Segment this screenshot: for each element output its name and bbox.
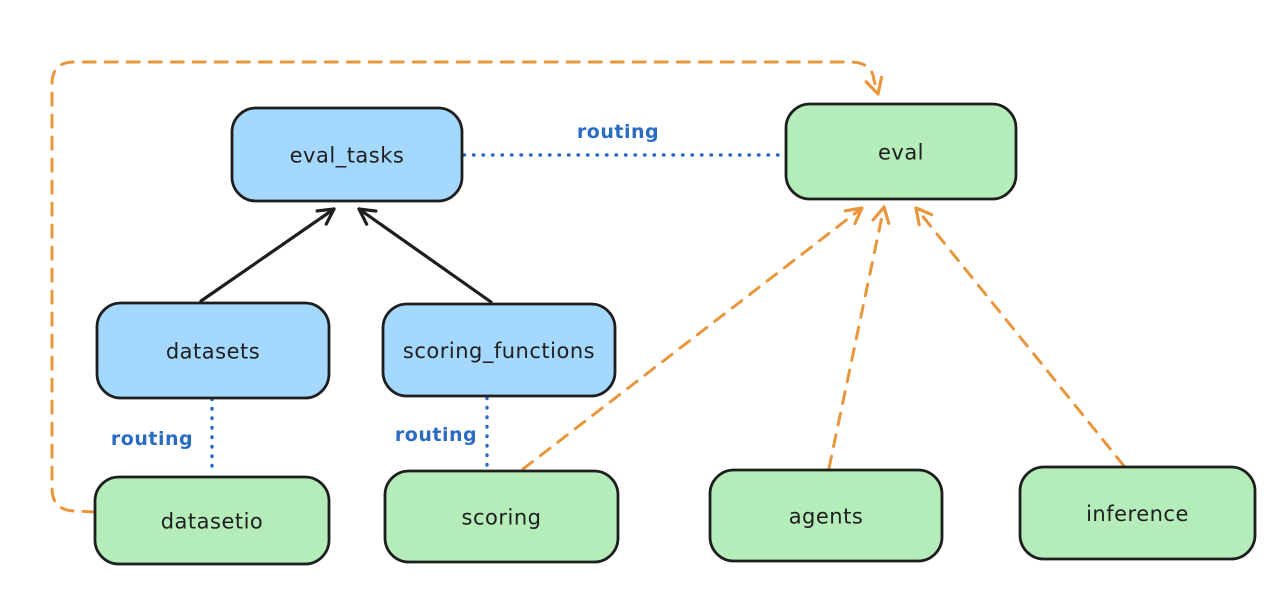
node-box-agents [708,468,944,563]
node-agents: agents [708,468,944,563]
node-eval_tasks: eval_tasks [230,106,464,203]
node-label-inference: inference [1086,502,1189,526]
edge-scoring-to-eval [521,206,864,471]
node-box-scoring [383,469,620,564]
node-label-datasets: datasets [166,339,260,363]
node-eval: eval [784,102,1018,201]
node-label-agents: agents [789,504,864,528]
node-label-eval: eval [878,140,924,164]
node-datasetio: datasetio [93,475,331,566]
node-box-datasets [95,301,331,400]
nodes-layer: eval_tasks eval datasets scoring_functionsd… [93,102,1257,566]
node-scoring_functions: scoring_functions [381,302,617,398]
edge-scoring-functions-to-eval-tasks [357,207,493,304]
edge-agents-to-eval [827,205,891,470]
node-label-scoring_functions: scoring_functions [403,339,595,364]
node-datasets: datasets [95,301,331,400]
edge-inference-to-eval [914,206,1126,468]
edge-datasets-to-eval-tasks [199,207,336,303]
node-box-eval_tasks [230,106,464,203]
node-box-inference [1018,465,1257,561]
node-box-eval [784,102,1018,201]
edge-labels-layer: routing routing routing [111,121,659,450]
node-label-datasetio: datasetio [161,509,264,533]
node-label-eval_tasks: eval_tasks [290,143,405,168]
node-label-scoring: scoring [462,505,542,529]
node-inference: inference [1018,465,1257,561]
node-scoring: scoring [383,469,620,564]
routing-label-0: routing [577,121,659,143]
routing-label-2: routing [395,424,477,446]
node-box-scoring_functions [381,302,617,398]
routing-label-1: routing [111,428,193,450]
node-box-datasetio [93,475,331,566]
edges-layer [50,60,1126,514]
